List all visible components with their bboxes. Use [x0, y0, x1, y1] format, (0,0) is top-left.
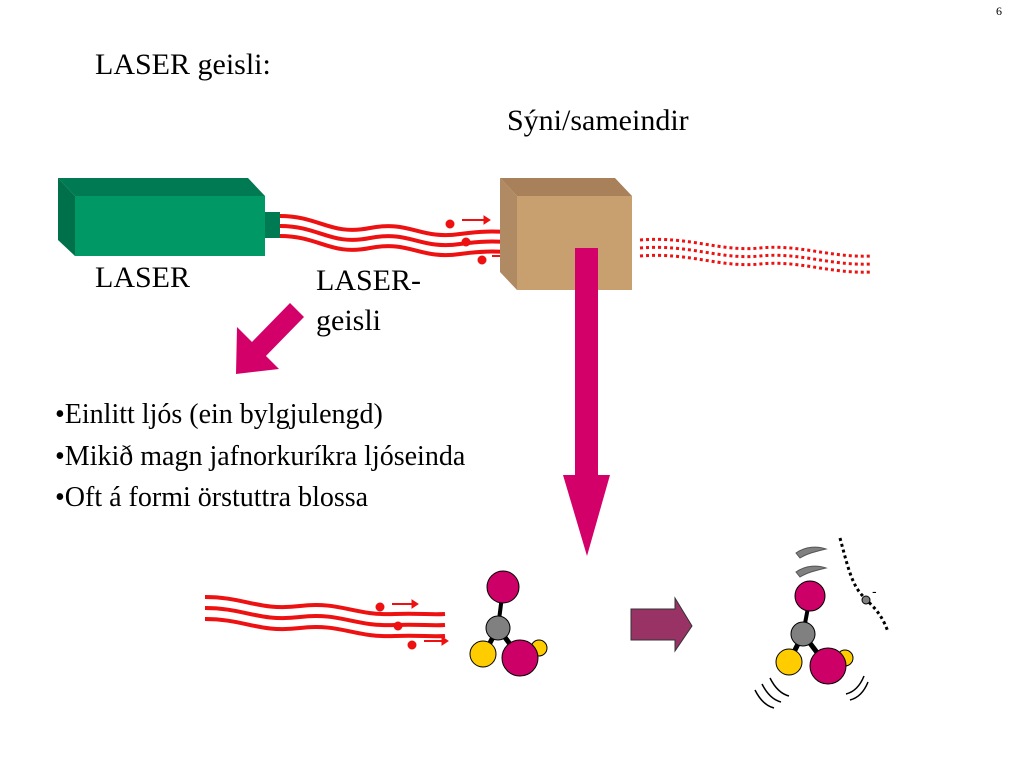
laser-beam-label-line1: LASER-	[316, 264, 421, 297]
down-arrow	[563, 248, 610, 556]
property-item: •Einlitt ljós (ein bylgjulengd)	[55, 399, 383, 430]
photon-icon	[461, 237, 471, 247]
electron-charge: -	[872, 583, 877, 599]
sample-label: Sýni/sameindir	[507, 104, 689, 137]
photon-icon	[445, 219, 455, 229]
laser-beam-label: LASER- geisli	[316, 261, 421, 341]
incoming-beam	[204, 595, 446, 639]
property-list: •Einlitt ljós (ein bylgjulengd) •Mikið m…	[55, 394, 465, 519]
photon-icon	[393, 621, 403, 631]
laser-device	[58, 178, 280, 256]
electron-path	[838, 537, 890, 633]
laser-label: LASER	[95, 261, 191, 294]
process-arrow	[630, 596, 693, 653]
property-item: •Mikið magn jafnorkuríkra ljóseinda	[55, 440, 466, 472]
emission-marks	[795, 546, 828, 578]
laser-beam	[279, 214, 513, 258]
photon-icon	[407, 640, 417, 650]
sample-cube	[500, 178, 632, 290]
laser-beam-label-line2: geisli	[316, 304, 381, 337]
slide-title: LASER geisli:	[95, 48, 271, 81]
photon-icon	[375, 602, 385, 612]
slide-number: 6	[996, 4, 1002, 18]
property-item: •Oft á formi örstuttra blossa	[55, 482, 369, 513]
electron-icon	[861, 595, 871, 605]
molecule-before	[469, 570, 548, 677]
molecule-after	[775, 580, 854, 685]
photon-markers-lower	[375, 599, 449, 650]
vibration-marks	[754, 675, 869, 709]
diagonal-arrow	[236, 303, 304, 374]
photon-icon	[477, 255, 487, 265]
transmitted-beam	[639, 237, 873, 274]
